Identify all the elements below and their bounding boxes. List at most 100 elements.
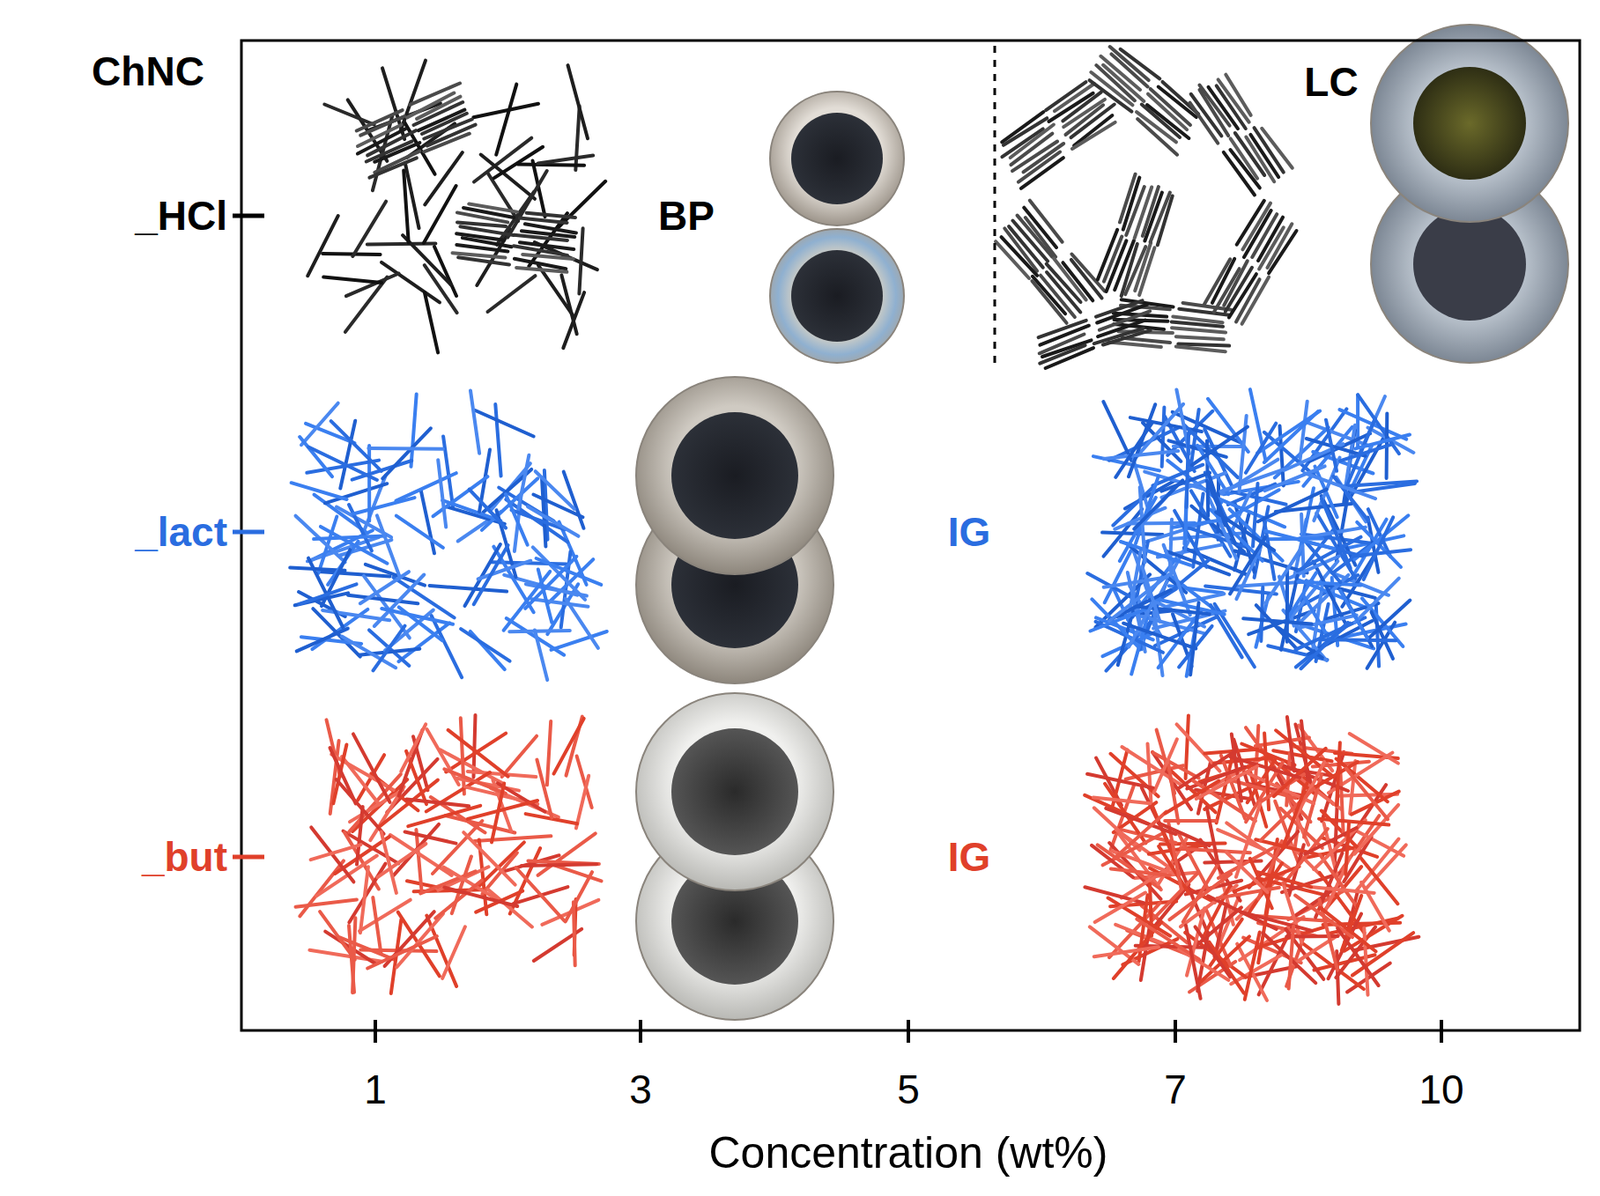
nanocrystal-rod [382, 428, 431, 479]
nanocrystal-rod [331, 421, 382, 472]
vial-photo [791, 250, 883, 342]
vial-photo [636, 377, 834, 575]
nanocrystal-rod [1363, 928, 1368, 996]
nanocrystal-rod [418, 110, 466, 131]
tick-label: 3 [629, 1069, 652, 1111]
nanocrystal-rod [1321, 498, 1351, 569]
tick-label: 7 [1163, 1069, 1187, 1111]
nanocrystal-rod [576, 776, 589, 830]
nanocrystal-rod [1090, 72, 1133, 105]
nanocrystal-rod [444, 769, 506, 794]
axis-tick [638, 1020, 643, 1044]
nanocrystal-rod [353, 497, 415, 514]
nanocrystal-rod [424, 292, 438, 353]
phase-label: IG [948, 837, 992, 878]
nanocrystal-rod [381, 262, 440, 304]
nanocrystal-rod [467, 800, 538, 820]
nanocrystal-rod [405, 162, 420, 229]
nanocrystal-rod [538, 265, 574, 318]
nanocrystal-rod [1116, 812, 1167, 858]
nanocrystal-rod [1168, 765, 1178, 824]
nanocrystal-rod [573, 902, 576, 966]
vial-photo [770, 229, 904, 363]
nanocrystal-rod [1199, 85, 1230, 126]
nanocrystal-rod [1195, 926, 1231, 978]
nanocrystal-rod [444, 867, 502, 903]
nanocrystal-rod [526, 213, 576, 218]
nanocrystal-rod [1115, 422, 1153, 478]
nanocrystal-rod [1063, 99, 1105, 127]
nanocrystal-rod [521, 864, 597, 867]
nanocrystal-rod [421, 489, 435, 554]
nanocrystal-rod [1325, 420, 1337, 472]
nanocrystal-rod [1216, 888, 1279, 899]
nanocrystal-rod [1257, 411, 1320, 454]
nanocrystal-rod [396, 516, 444, 549]
nanocrystal-rod [1192, 427, 1248, 466]
nanocrystal-rod [1102, 533, 1163, 536]
nanocrystal-rod [519, 218, 568, 223]
nanocrystal-rod [307, 215, 338, 276]
nanocrystal-rod [1283, 829, 1328, 884]
nanocrystal-rod [1192, 781, 1256, 823]
nanocrystal-rod [527, 506, 579, 537]
nanocrystal-rod [1103, 330, 1151, 345]
nanocrystal-rod [411, 394, 417, 467]
nanocrystal-rod [1196, 766, 1258, 800]
nanocrystal-rod [407, 800, 470, 808]
nanocrystal-rod [1319, 855, 1356, 906]
nanocrystal-rod [1256, 872, 1312, 888]
nanocrystal-rod [1018, 152, 1060, 183]
nanocrystal-rod [463, 832, 516, 886]
nanocrystal-rod [456, 244, 508, 252]
nanocrystal-rod [1123, 623, 1196, 650]
row-tick [232, 214, 265, 219]
nanocrystal-rod [1365, 844, 1407, 890]
nanocrystal-rod [1157, 196, 1173, 246]
nanocrystal-rod [429, 585, 508, 593]
nanocrystal-rod [568, 65, 589, 139]
nanocrystal-rod [1103, 401, 1132, 461]
nanocrystal-rod [1120, 541, 1191, 566]
nanocrystal-rod [330, 748, 356, 804]
nanocrystal-rod [1087, 774, 1154, 789]
nanocrystal-rod [1176, 347, 1226, 353]
nanocrystal-rod [1177, 344, 1230, 347]
nanocrystal-rod [516, 267, 567, 273]
nanocrystal-rod [1074, 115, 1112, 146]
nanocrystal-rod [1244, 933, 1260, 1000]
nanocrystal-rod [505, 494, 528, 546]
nanocrystal-rod [368, 446, 443, 452]
nanocrystal-rod [324, 104, 374, 126]
nanocrystal-rod [460, 718, 465, 794]
nanocrystal-rod [1368, 600, 1410, 639]
axis-tick [1173, 1020, 1178, 1044]
nanocrystal-rod [396, 913, 444, 968]
nanocrystal-rod [1250, 134, 1279, 178]
nanocrystal-rod [1355, 435, 1410, 450]
nanocrystal-rod [488, 275, 536, 312]
row-tick [232, 855, 265, 860]
nanocrystal-rod [322, 253, 381, 255]
vial-photo [1413, 66, 1526, 180]
nanocrystal-rod [1021, 157, 1064, 189]
nanocrystal-rod [1333, 476, 1370, 521]
nanocrystal-rod [1258, 489, 1327, 523]
nanocrystal-rod [1045, 348, 1094, 369]
nanocrystal-rod [565, 872, 593, 922]
nanocrystal-rod [311, 844, 362, 860]
nanocrystal-rod [423, 185, 457, 244]
nanocrystal-rod [1265, 466, 1326, 491]
nanocrystal-rod [321, 549, 350, 607]
nanocrystal-rod [296, 629, 349, 652]
axis-tick [373, 1020, 378, 1044]
nanocrystal-rod [474, 836, 552, 842]
nanocrystal-rod [457, 212, 508, 223]
nanocrystal-rod [575, 106, 579, 171]
nanocrystal-rod [424, 265, 458, 313]
nanocrystal-rod [1186, 432, 1190, 508]
nanocrystal-rod [415, 829, 422, 891]
nanocrystal-rod [470, 391, 480, 454]
nanocrystal-rod [1091, 845, 1134, 878]
nanocrystal-rod [534, 630, 548, 682]
